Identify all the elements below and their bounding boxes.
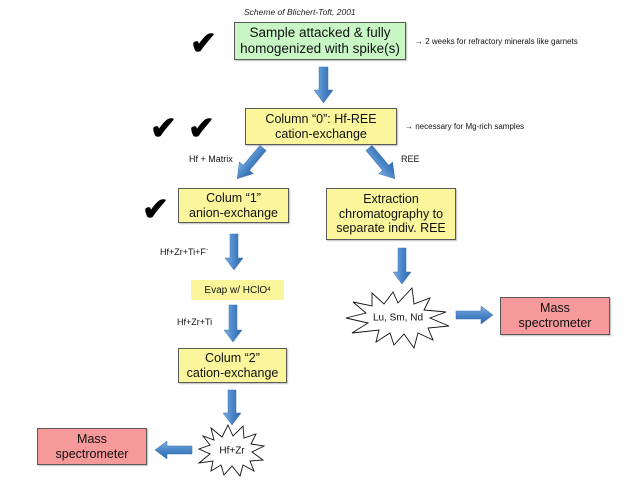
sample-line1: Sample attacked & fully bbox=[249, 25, 391, 41]
flow-label-hf-zr-ti-f: Hf+Zr+Ti+F- bbox=[160, 247, 208, 257]
arrow-column0-to-column1 bbox=[236, 145, 267, 179]
column2-line2: cation-exchange bbox=[186, 365, 279, 380]
check-icon-column0-2: ✔ bbox=[188, 110, 215, 146]
column2-line1: Colum “2” bbox=[205, 350, 260, 365]
evap-subscript: 4 bbox=[267, 287, 271, 293]
column0-note: → necessary for Mg-rich samples bbox=[405, 122, 525, 131]
ree-burst-label: Lu, Sm, Nd bbox=[372, 312, 424, 324]
column1-line1: Colum “1” bbox=[206, 190, 261, 205]
flow-label-ree: REE bbox=[401, 154, 420, 164]
flow-label-hf-matrix: Hf + Matrix bbox=[189, 154, 233, 164]
column0-line2: cation-exchange bbox=[275, 126, 367, 141]
mass-right-line2: spectrometer bbox=[518, 316, 592, 330]
extraction-step-box: Extraction chromatography to separate in… bbox=[326, 188, 456, 240]
check-icon-column1: ✔ bbox=[142, 191, 169, 227]
mass-right-line1: Mass bbox=[540, 301, 570, 316]
mass-spectrometer-right-box: Mass spectrometer bbox=[500, 297, 610, 335]
arrow-column0-to-extraction bbox=[365, 145, 396, 179]
arrow-hfzr-burst-to-mass-spec bbox=[154, 440, 193, 460]
arrow-ree-burst-to-mass-spec bbox=[455, 305, 494, 325]
flow-label-hf-zr-ti: Hf+Zr+Ti bbox=[177, 317, 213, 327]
evap-text: Evap w/ HClO bbox=[204, 284, 268, 296]
diagram-caption: Scheme of Blichert-Toft, 2001 bbox=[244, 7, 356, 17]
mass-left-line1: Mass bbox=[77, 431, 107, 446]
arrow-column2-to-hfzr-burst bbox=[222, 389, 242, 426]
column1-step-box: Colum “1” anion-exchange bbox=[178, 188, 289, 223]
check-icon-sample: ✔ bbox=[190, 25, 217, 61]
mass-spectrometer-left-box: Mass spectrometer bbox=[37, 428, 147, 465]
ree-starburst-shape bbox=[345, 286, 450, 350]
column0-line1: Column “0”: Hf-REE bbox=[265, 111, 377, 126]
sample-line2: homogenized with spike(s) bbox=[240, 41, 400, 56]
extraction-line2: chromatography to bbox=[338, 206, 444, 221]
check-icon-column0-1: ✔ bbox=[150, 110, 177, 146]
column1-line2: anion-exchange bbox=[189, 205, 278, 220]
arrow-column1-to-evap bbox=[224, 233, 244, 271]
column2-step-box: Colum “2” cation-exchange bbox=[178, 348, 287, 383]
sample-step-box: Sample attacked & fully homogenized with… bbox=[234, 22, 406, 60]
arrow-evap-to-column2 bbox=[223, 304, 243, 343]
arrow-extraction-to-ree-burst bbox=[392, 247, 412, 285]
hfzr-starburst-shape bbox=[197, 423, 266, 477]
arrow-sample-to-column0 bbox=[313, 66, 334, 104]
extraction-line3: separate indiv. REE bbox=[336, 221, 446, 236]
extraction-line1: Extraction bbox=[363, 191, 419, 206]
sample-note: → 2 weeks for refractory minerals like g… bbox=[415, 37, 578, 46]
hfzr-burst-label: Hf+Zr bbox=[219, 445, 245, 457]
column0-step-box: Column “0”: Hf-REE cation-exchange bbox=[245, 108, 397, 145]
mass-left-line2: spectrometer bbox=[55, 446, 129, 461]
